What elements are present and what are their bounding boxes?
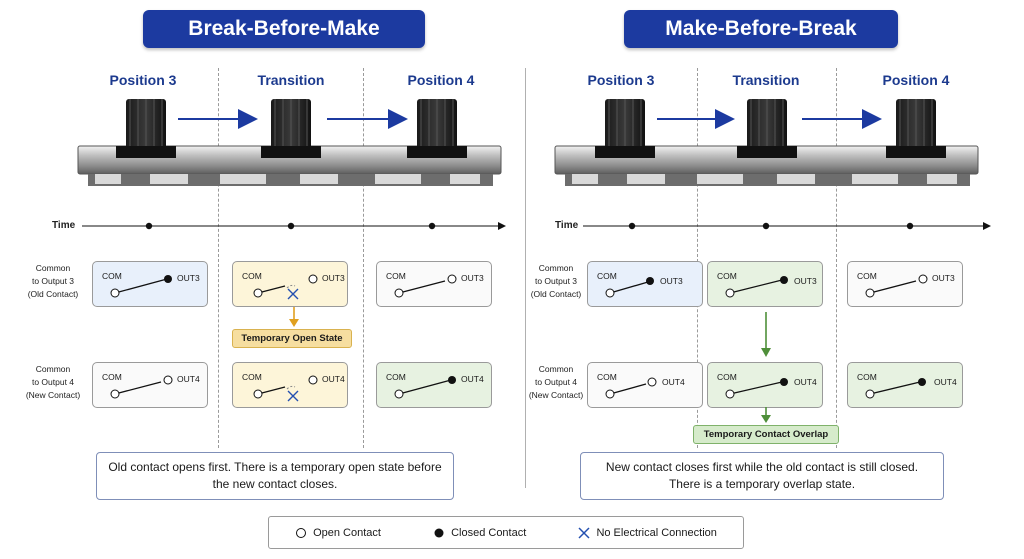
closed-contact-icon	[434, 528, 444, 537]
bbm-description: Old contact opens first. There is a temp…	[96, 452, 454, 500]
mbb-description: New contact closes first while the old c…	[580, 452, 944, 500]
contact-box-mbb-out4-pos4: COM OUT4	[847, 362, 963, 408]
label-transition-right: Transition	[732, 72, 800, 88]
temporary-contact-overlap-tag: Temporary Contact Overlap	[693, 425, 839, 444]
make-before-break-title: Make-Before-Break	[624, 10, 898, 48]
legend-closed-contact: Closed Contact	[433, 527, 526, 539]
no-connection-x-icon	[578, 526, 590, 539]
contact-box-mbb-out3-transition: COM OUT3	[707, 261, 823, 307]
divider-right-1	[697, 68, 698, 448]
center-divider	[525, 68, 526, 488]
legend-open-contact: Open Contact	[295, 527, 381, 539]
divider-left-2	[363, 68, 364, 448]
slider-rail-left	[77, 145, 502, 186]
slider-illustrations	[77, 99, 979, 186]
contact-box-mbb-out4-pos3: COM OUT4	[587, 362, 703, 408]
legend: Open Contact Closed Contact No Electrica…	[268, 516, 744, 549]
temporary-open-state-tag: Temporary Open State	[232, 329, 352, 348]
label-position-4-right: Position 4	[882, 72, 950, 88]
contact-box-bbm-out4-pos3: COM OUT4	[92, 362, 208, 408]
contact-box-bbm-out3-transition: COM OUT3	[232, 261, 348, 307]
open-state-arrow	[289, 307, 299, 327]
contact-box-bbm-out3-pos3: COM OUT3	[92, 261, 208, 307]
label-position-4-left: Position 4	[407, 72, 475, 88]
contact-box-bbm-out3-pos4: COM OUT3	[376, 261, 492, 307]
time-label-right: Time	[555, 220, 579, 231]
contact-box-bbm-out4-pos4: COM OUT4	[376, 362, 492, 408]
contact-box-mbb-out4-transition: COM OUT4	[707, 362, 823, 408]
overlap-arrow-bottom	[761, 407, 771, 423]
divider-right-2	[836, 68, 837, 448]
contact-box-bbm-out4-transition: COM OUT4	[232, 362, 348, 408]
label-transition-left: Transition	[257, 72, 325, 88]
label-position-3-right: Position 3	[587, 72, 655, 88]
open-contact-icon	[296, 527, 307, 538]
contact-box-mbb-out3-pos4: COM OUT3	[847, 261, 963, 307]
divider-left-1	[218, 68, 219, 448]
time-label-left: Time	[52, 220, 76, 231]
timelines	[82, 222, 991, 230]
break-before-make-title: Break-Before-Make	[143, 10, 425, 48]
overlap-arrow-top	[761, 312, 771, 357]
label-position-3-left: Position 3	[109, 72, 177, 88]
contact-box-mbb-out3-pos3: COM OUT3	[587, 261, 703, 307]
legend-no-connection: No Electrical Connection	[578, 526, 717, 539]
